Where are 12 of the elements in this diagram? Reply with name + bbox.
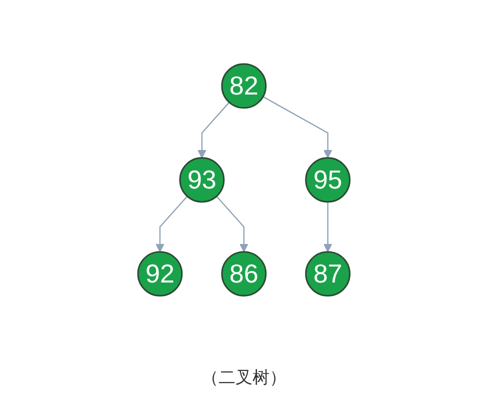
node-circle: 92 <box>137 251 183 297</box>
arrow <box>216 196 248 252</box>
arrow <box>198 102 230 158</box>
node-circle: 86 <box>221 251 267 297</box>
caption: （二叉树） <box>202 367 286 389</box>
node-circle: 93 <box>179 157 225 203</box>
arrow <box>324 202 332 252</box>
arrow <box>262 96 332 158</box>
arrow <box>156 196 188 252</box>
node-circle: 95 <box>305 157 351 203</box>
node-circle: 87 <box>305 251 351 297</box>
node-circle: 82 <box>221 63 267 109</box>
